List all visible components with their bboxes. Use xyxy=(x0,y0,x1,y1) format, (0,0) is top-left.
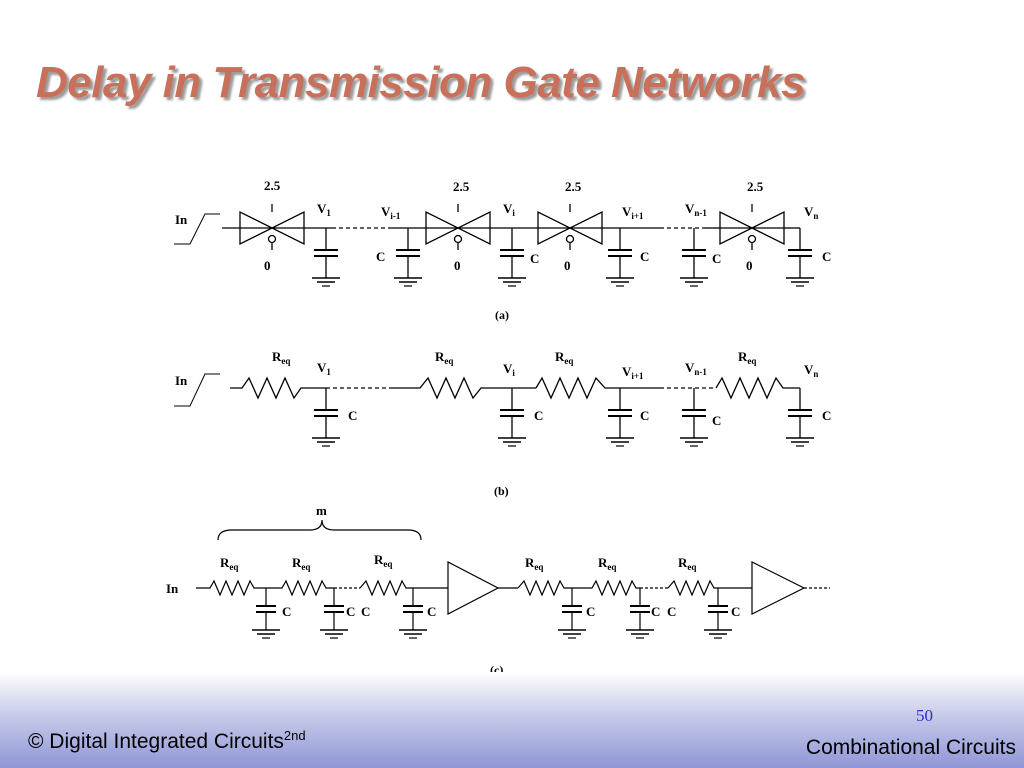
gate-bottom-label: 0 xyxy=(264,258,271,273)
cap-label: C xyxy=(822,408,831,423)
buffer xyxy=(751,561,806,615)
capacitor xyxy=(311,228,341,287)
node-label: Vi-1 xyxy=(381,204,401,221)
cap-label: C xyxy=(348,408,357,423)
capacitor xyxy=(251,588,281,639)
diagram-c xyxy=(196,519,830,639)
resistor-chain xyxy=(572,579,640,597)
node-label: Vn xyxy=(804,204,818,221)
capacitor xyxy=(311,388,341,447)
page-number: 50 xyxy=(916,706,933,725)
node-label: Vn xyxy=(804,362,818,379)
gate-top-label: 2.5 xyxy=(565,179,582,194)
gate-top-label: 2.5 xyxy=(264,178,281,193)
transmission-gate xyxy=(719,204,785,250)
cap-label: C xyxy=(282,604,291,619)
resistor-label: Req xyxy=(220,555,238,572)
resistor-label: Req xyxy=(598,555,616,572)
resistor-label: Req xyxy=(435,349,453,366)
node-label: Vi+1 xyxy=(622,204,644,221)
cap-label: C xyxy=(651,604,660,619)
brace xyxy=(217,519,422,541)
input-label-b: In xyxy=(175,373,188,388)
capacitor xyxy=(497,388,527,447)
transmission-gate-diagrams: In 2.5 0 2.5 0 2.5 0 2.5 0 V1 Vi-1 Vi Vi… xyxy=(166,178,831,672)
slide-title: Delay in Transmission Gate Networks xyxy=(36,58,806,107)
cap-label: C xyxy=(427,604,436,619)
cap-label: C xyxy=(640,249,649,264)
resistor xyxy=(535,376,660,400)
caption-c: (c) xyxy=(490,663,503,672)
cap-label: C xyxy=(712,413,721,428)
footer-band xyxy=(0,672,1024,768)
capacitor xyxy=(703,588,733,639)
capacitor xyxy=(679,228,709,287)
input-label-c: In xyxy=(166,581,179,596)
cap-label: C xyxy=(534,408,543,423)
cap-label: C xyxy=(640,408,649,423)
cap-label: C xyxy=(376,249,385,264)
node-label: Vi+1 xyxy=(622,364,644,381)
cap-label: C xyxy=(586,604,595,619)
gate-bottom-label: 0 xyxy=(454,258,461,273)
cap-label: C xyxy=(822,249,831,264)
resistor-label: Req xyxy=(292,555,310,572)
capacitor xyxy=(785,388,815,447)
resistor xyxy=(392,376,536,400)
capacitor xyxy=(605,228,635,287)
capacitor xyxy=(679,388,709,447)
input-step-a xyxy=(174,213,220,245)
cap-label: C xyxy=(712,251,721,266)
cap-label: C xyxy=(667,604,676,619)
transmission-gate xyxy=(239,204,305,250)
gate-top-label: 2.5 xyxy=(747,179,764,194)
caption-b: (b) xyxy=(494,484,509,498)
node-label: Vn-1 xyxy=(685,201,707,218)
capacitor xyxy=(605,388,635,447)
resistor xyxy=(715,376,800,400)
capacitor xyxy=(785,228,815,287)
transmission-gate xyxy=(537,204,603,250)
cap-label: C xyxy=(530,251,539,266)
gate-bottom-label: 0 xyxy=(746,258,753,273)
buffer xyxy=(447,561,500,615)
capacitor xyxy=(497,228,527,287)
resistor-label: Req xyxy=(374,552,392,569)
diagram-b xyxy=(174,373,815,447)
node-label: Vi xyxy=(503,201,515,218)
gate-bottom-label: 0 xyxy=(564,258,571,273)
gate-top-label: 2.5 xyxy=(453,179,470,194)
capacitor xyxy=(557,588,587,639)
caption-a: (a) xyxy=(495,308,509,322)
cap-label: C xyxy=(346,604,355,619)
resistor-chain xyxy=(359,579,448,597)
resistor-chain xyxy=(266,579,334,597)
transmission-gate xyxy=(425,204,491,250)
capacitor xyxy=(393,228,423,287)
input-step-b xyxy=(174,373,220,407)
cap-label: C xyxy=(361,604,370,619)
resistor-label: Req xyxy=(678,555,696,572)
brace-label: m xyxy=(316,503,327,518)
diagram-a xyxy=(174,204,815,287)
node-label: V1 xyxy=(317,360,331,377)
resistor-chain xyxy=(517,579,572,597)
capacitor xyxy=(625,588,655,639)
input-label-a: In xyxy=(175,212,188,227)
node-label: V1 xyxy=(317,201,331,218)
footer-copyright: © Digital Integrated Circuits2nd xyxy=(28,728,306,753)
resistor-label: Req xyxy=(525,555,543,572)
capacitor xyxy=(398,588,428,639)
resistor-chain xyxy=(667,579,752,597)
resistor-label: Req xyxy=(555,349,573,366)
capacitor xyxy=(319,588,349,639)
footer-section: Combinational Circuits xyxy=(805,736,1016,759)
resistor xyxy=(230,376,326,400)
node-label: Vn-1 xyxy=(685,360,707,377)
node-label: Vi xyxy=(503,361,515,378)
resistor-label: Req xyxy=(272,349,290,366)
resistor-label: Req xyxy=(738,349,756,366)
resistor-chain xyxy=(196,579,266,597)
cap-label: C xyxy=(731,604,740,619)
